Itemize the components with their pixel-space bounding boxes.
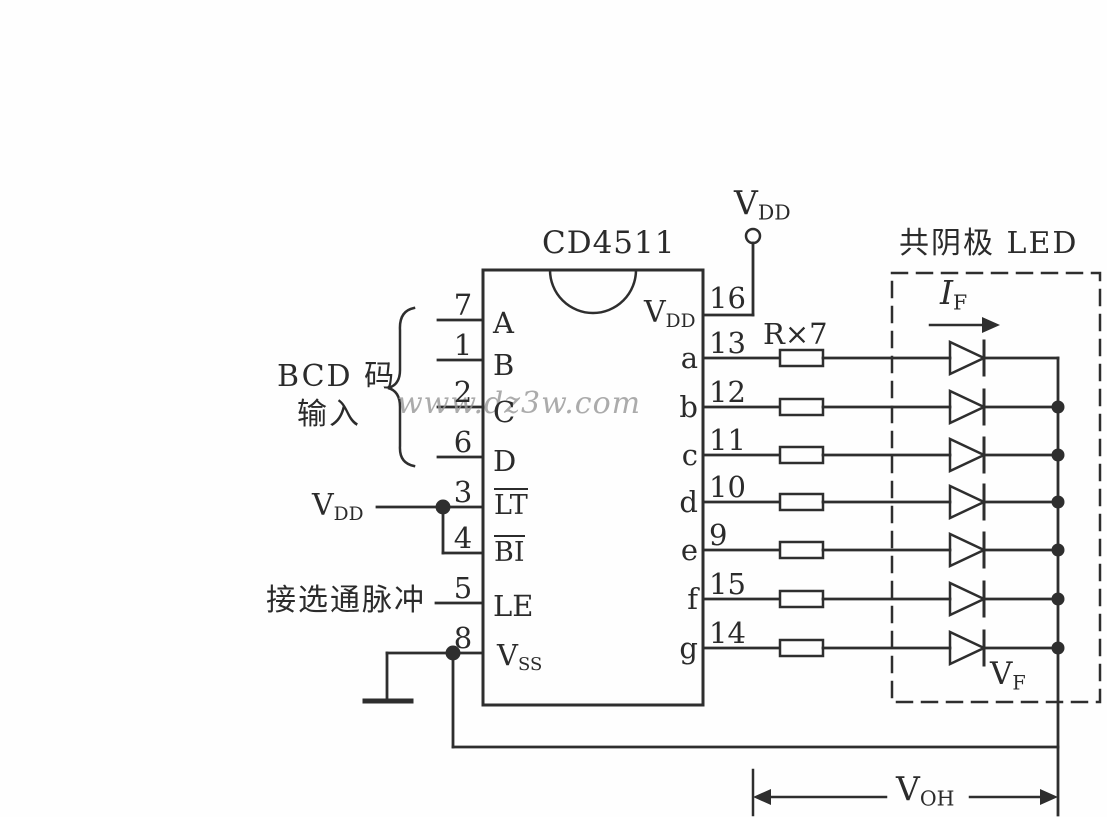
led-g [948,630,987,666]
if-label: IF [940,276,967,320]
led-a [948,340,987,376]
vdd-left-sub: DD [333,504,364,526]
pin-label-A: A [493,306,514,340]
vf-sub: F [1012,671,1026,695]
pin-number-15: 15 [709,567,746,601]
resistor-f [778,589,825,609]
voh-label: VOH [896,772,954,816]
left-pin-stubs [375,318,485,655]
vdd-terminal-circle [744,227,762,245]
pin-label-BI: BI [494,535,525,568]
le-input-label: 接选通脉冲 [266,583,426,618]
vdd-pin-sub: DD [665,311,696,333]
voh-sub: OH [919,786,955,811]
pin-label-c: c [681,438,698,472]
bottom-return-wire [451,651,1060,749]
pin-label-g: g [679,631,698,665]
pin-number-8: 8 [453,621,473,655]
pin-label-B: B [493,348,515,382]
led-dashed-box [890,271,1102,704]
if-current-arrow [928,317,1000,333]
voh-main: V [896,769,920,808]
pin-number-3: 3 [453,475,473,509]
pin-label-d: d [679,485,698,519]
vdd-left-label: VDD [312,489,364,532]
pin-number-14: 14 [709,616,746,650]
if-main: I [940,273,954,312]
vdd-top-main: V [734,183,758,222]
watermark: www.dz3w.com [397,386,642,421]
resistor-g [778,638,825,658]
ground-symbol [362,651,414,704]
pin-label-LT: LT [494,488,528,521]
pin-number-7: 7 [453,288,473,322]
led-b [948,389,987,425]
pin-number-10: 10 [709,470,746,504]
led-d [948,484,987,520]
voh-measurement [751,768,1058,817]
pin-label-b: b [679,390,698,424]
bcd-brace [387,306,416,468]
vdd-terminal-wire [701,227,762,317]
pin-number-2: 2 [453,375,473,409]
resistor-c [778,445,825,465]
led-e [948,532,987,568]
if-sub: F [953,290,968,315]
vdd-top-sub: DD [757,200,791,225]
pin-label-VSS: VSS [497,638,542,682]
pin-number-11: 11 [709,423,746,457]
pin-label-e: e [680,533,698,567]
resistor-b [778,397,825,417]
chip-outline [481,268,705,707]
vdd-left-main: V [312,488,334,523]
pin-label-LE: LE [493,589,534,623]
led-f [948,581,987,617]
led-box-title: 共阴极 LED [899,226,1079,261]
segment-rows [701,339,1060,667]
vf-label: VF [990,657,1026,700]
vf-main: V [990,656,1013,692]
resistor-a [778,348,825,368]
pin-number-5: 5 [453,571,473,605]
pin-label-f: f [687,582,698,616]
chip-title: CD4511 [542,225,676,261]
chip-notch [548,268,638,315]
pin-number-13: 13 [709,326,746,360]
vss-sub: SS [517,654,543,676]
pin-label-a: a [680,341,698,375]
junction-dots [435,400,1065,661]
pin-label-D: D [493,444,517,478]
resistor-group-label: R×7 [763,317,828,351]
vss-main: V [497,638,518,672]
pin-label-VDD: VDD [644,296,696,339]
resistor-e [778,540,825,560]
bcd-input-label-line1: BCD 码 [277,359,397,394]
led-c [948,437,987,473]
pin-number-1: 1 [453,328,473,362]
pin-number-4: 4 [453,521,473,555]
vdd-top-label: VDD [734,186,791,230]
bcd-input-label-line2: 输入 [297,397,361,432]
pin-number-6: 6 [453,425,473,459]
pin-label-C: C [493,395,516,429]
vdd-pin-main: V [644,295,666,330]
resistor-d [778,492,825,512]
pin-number-9: 9 [709,518,728,552]
pin-number-12: 12 [709,375,746,409]
pin-number-16: 16 [709,281,746,315]
